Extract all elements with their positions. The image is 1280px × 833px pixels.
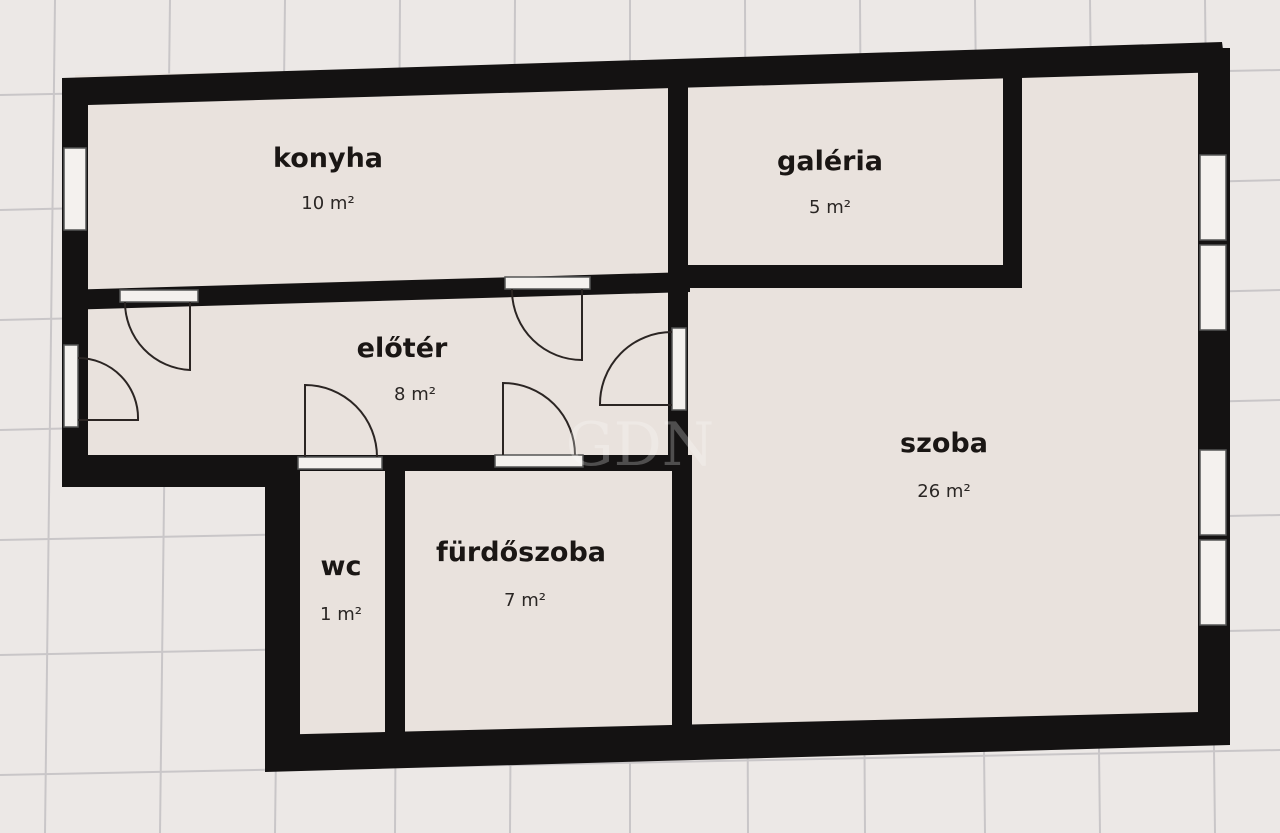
room-name: előtér <box>357 333 448 364</box>
room-area: 10 m² <box>301 193 354 214</box>
room-wc: wc 1 m² <box>320 551 362 625</box>
room-szoba: szoba 26 m² <box>900 428 988 502</box>
window-room-top-2 <box>1199 244 1227 331</box>
windows <box>63 147 1227 626</box>
room-name: fürdőszoba <box>436 537 606 568</box>
room-name: wc <box>321 551 362 582</box>
window-kitchen <box>63 147 87 231</box>
room-area: 8 m² <box>394 384 436 405</box>
room-konyha: konyha 10 m² <box>273 143 383 214</box>
room-name: galéria <box>777 146 883 177</box>
floor-area <box>75 55 1215 760</box>
window-room-top-1 <box>1199 154 1227 241</box>
window-room-bottom-2 <box>1199 539 1227 626</box>
room-eloter: előtér 8 m² <box>357 333 448 405</box>
room-area: 1 m² <box>320 604 362 625</box>
room-area: 7 m² <box>504 590 546 611</box>
doors <box>77 276 687 470</box>
room-area: 5 m² <box>809 197 851 218</box>
room-area: 26 m² <box>917 481 970 502</box>
room-name: szoba <box>900 428 988 459</box>
watermark: GDN <box>566 410 715 480</box>
window-room-bottom-1 <box>1199 449 1227 536</box>
room-galeria: galéria 5 m² <box>777 146 883 218</box>
window-entry <box>63 344 79 428</box>
room-furdoszoba: fürdőszoba 7 m² <box>436 537 606 611</box>
room-name: konyha <box>273 143 383 174</box>
